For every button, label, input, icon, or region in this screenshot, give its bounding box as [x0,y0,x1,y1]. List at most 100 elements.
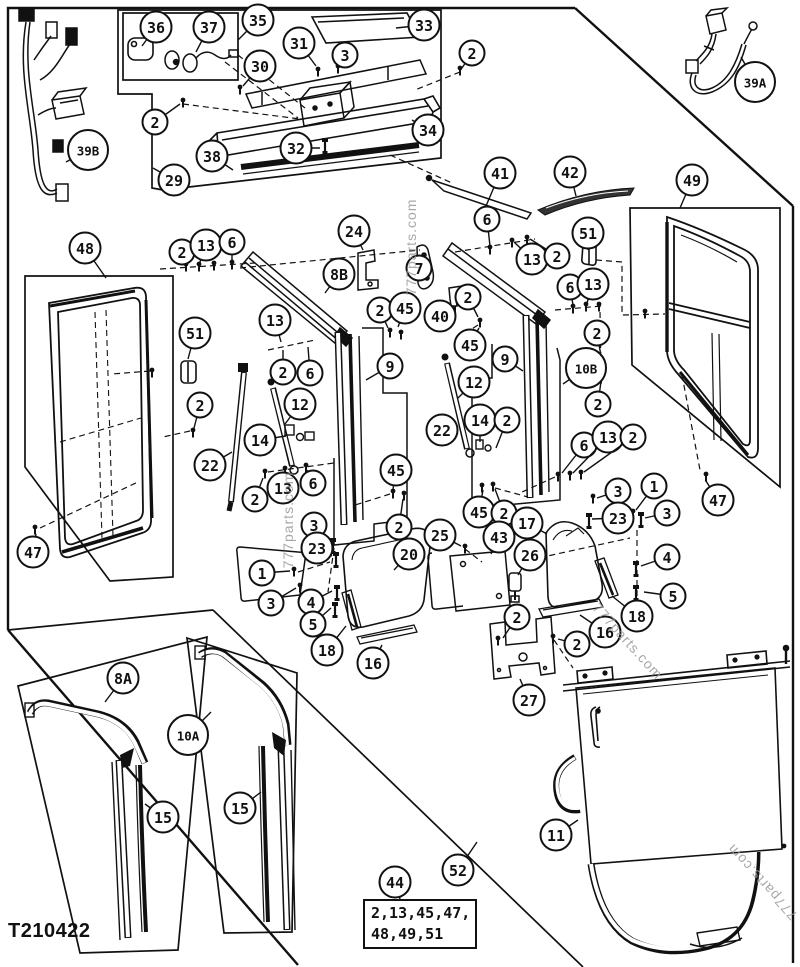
callout-3: 3 [644,499,681,527]
wiring-harness-39A [685,6,758,95]
svg-text:5: 5 [308,616,317,634]
svg-text:44: 44 [386,874,404,892]
svg-text:52: 52 [449,862,467,880]
svg-text:51: 51 [579,225,597,243]
svg-text:2: 2 [250,491,259,509]
svg-text:2: 2 [177,244,186,262]
callout-14: 14 [243,423,287,457]
callout-45: 45 [388,291,422,328]
callout-39A: 39A [734,56,776,103]
svg-text:40: 40 [431,308,449,326]
callout-3: 3 [331,41,359,69]
callout-34: 34 [411,113,445,147]
callout-36: 36 [139,10,173,47]
callout-9: 9 [365,352,404,381]
callout-23: 23 [591,501,635,535]
svg-text:47: 47 [709,492,727,510]
svg-text:23: 23 [308,540,326,558]
callout-6: 6 [473,205,501,247]
callout-2: 2 [490,488,518,527]
svg-text:13: 13 [599,429,617,447]
callout-33: 33 [395,8,441,42]
svg-text:2: 2 [628,429,637,447]
svg-text:41: 41 [491,165,509,183]
svg-text:2: 2 [499,505,508,523]
callout-41: 41 [483,156,517,207]
callout-48: 48 [68,231,107,279]
callout-37: 37 [192,10,226,53]
bar-18-left [341,589,362,631]
callout-22: 22 [425,413,459,447]
callout-12: 12 [457,365,491,399]
callout-2: 2 [584,380,612,418]
right-channel-vertical [522,314,550,499]
weatherstrip-8A-box [16,635,208,954]
svg-text:2: 2 [463,289,472,307]
callout-22: 22 [193,448,233,482]
wiper-blade-42 [536,187,635,216]
callout-30: 30 [242,49,277,87]
callout-3: 3 [596,477,632,505]
svg-text:10A: 10A [177,729,200,744]
callout-39B: 39B [65,129,109,171]
svg-text:15: 15 [231,800,249,818]
svg-text:49: 49 [683,172,701,190]
callout-2: 2 [366,296,394,329]
callout-49: 49 [675,163,709,209]
callout-31: 31 [282,26,317,67]
svg-text:16: 16 [364,655,382,673]
wiper-arm-41 [425,174,533,220]
callout-6: 6 [299,469,327,497]
callout-10B: 10B [562,347,607,389]
callout-2: 2 [502,603,531,639]
svg-text:1: 1 [257,565,266,583]
svg-text:6: 6 [305,365,314,383]
svg-text:23: 23 [609,510,627,528]
svg-text:11: 11 [547,827,565,845]
svg-text:45: 45 [396,300,414,318]
svg-text:10B: 10B [575,362,598,377]
callout-45: 45 [379,453,413,490]
svg-text:12: 12 [465,374,483,392]
svg-text:2: 2 [572,636,581,654]
callout-2: 2 [557,630,591,658]
callout-44: 44 [378,865,412,900]
callout-15: 15 [223,791,262,825]
left-channel-vertical [334,331,364,526]
svg-text:16: 16 [596,624,614,642]
callout-6: 6 [556,273,584,306]
svg-text:13: 13 [266,312,284,330]
svg-text:2: 2 [592,325,601,343]
plate-43 [427,550,511,612]
svg-text:25: 25 [431,527,449,545]
svg-text:37: 37 [200,19,218,37]
callout-4: 4 [640,543,681,571]
svg-text:2: 2 [375,302,384,320]
watermark-vertical-top: 777parts.com [403,198,419,296]
svg-text:39A: 39A [744,76,767,91]
svg-text:2: 2 [467,45,476,63]
callout-24: 24 [337,214,371,251]
vent-body [244,59,428,109]
callout-5: 5 [643,582,687,610]
callout-2: 2 [241,477,269,513]
svg-text:2: 2 [512,609,521,627]
svg-text:3: 3 [662,505,671,523]
svg-text:30: 30 [251,58,269,76]
svg-text:4: 4 [662,549,671,567]
sill-16-left [356,624,418,645]
svg-text:38: 38 [203,148,221,166]
svg-text:8A: 8A [114,670,132,688]
sill-16-right [538,598,604,618]
bracket-24 [357,249,379,291]
svg-text:9: 9 [500,351,509,369]
callout-2: 2 [493,406,521,449]
svg-text:13: 13 [584,276,602,294]
svg-text:6: 6 [308,475,317,493]
callout-47: 47 [701,480,735,517]
page-border [6,6,795,966]
door-assembly-11 [562,644,791,865]
callout-8A: 8A [104,661,140,703]
bolt-32 [320,136,330,156]
